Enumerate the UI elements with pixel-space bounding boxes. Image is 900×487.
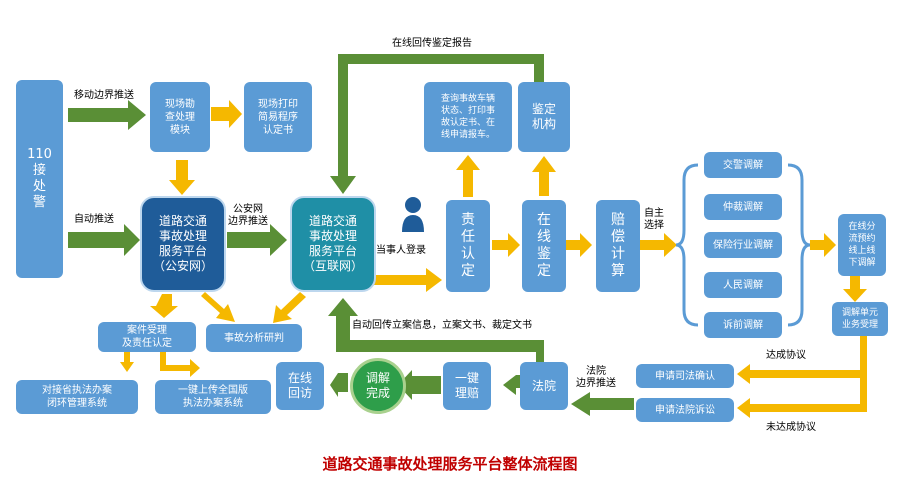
label-agreed: 达成协议 [766,350,806,361]
node-analysis: 事故分析研判 [206,324,302,352]
arrow-case-left [120,352,134,372]
node-internet: 道路交通 事故处理 服务平台 （互联网） [290,196,376,292]
node-judicial: 申请司法确认 [636,364,734,388]
arrow-liab-query [456,155,480,197]
node-print: 现场打印 简易程序 认定书 [244,82,312,152]
option-pre-litigation: 诉前调解 [704,312,782,338]
arrow-appraisal-comp [566,233,592,257]
arrow-court-push [571,392,634,416]
arrow-public-analysis [201,292,235,322]
arrow-auto-push [68,224,140,256]
label-public-boundary: 公安网 边界推送 [228,204,268,227]
arrow-court-to-claim [503,375,520,395]
label-party-login: 当事人登录 [376,245,426,256]
arrow-public-boundary [227,224,287,256]
arrow-scene-down [169,160,195,195]
node-agency: 鉴定 机构 [518,82,570,152]
arrow-case-right [160,352,200,377]
node-one-click: 一键 理赔 [443,362,491,410]
label-choose: 自主 选择 [644,208,664,231]
yellow-arrows [120,100,867,418]
user-icon [402,197,424,232]
label-not-agreed: 未达成协议 [766,422,816,433]
user-body [402,215,424,232]
arrow-to-online [810,233,836,257]
node-court: 法院 [520,362,568,410]
node-public: 道路交通 事故处理 服务平台 （公安网） [140,196,226,292]
label-mobile-push: 移动边界推送 [74,90,134,101]
node-online-court: 在线分 流预约 线上线 下调解 [838,214,886,276]
arrow-scene-print [211,100,242,128]
node-appraisal: 在 线 鉴 定 [522,200,566,292]
node-compensation: 赔 偿 计 算 [596,200,640,292]
arrow-appraisal-agency [532,156,556,196]
node-unit: 调解单元 业务受理 [832,302,888,336]
arrow-online-unit [843,276,867,302]
user-head [405,197,421,213]
node-case: 案件受理 及责任认定 [98,322,196,352]
option-people-mediation: 人民调解 [704,272,782,298]
option-insurance-mediation: 保险行业调解 [704,232,782,258]
bracket-left [675,163,699,327]
label-auto-push: 自动推送 [74,214,114,225]
arrow-login [350,268,442,292]
arrow-court-return [328,298,544,362]
arrow-claim-to-done [398,370,441,400]
arrow-done-to-visit [330,373,348,397]
node-national: 一键上传全国版 执法办案系统 [155,380,271,414]
arrow-agreed [737,336,867,384]
node-lawsuit: 申请法院诉讼 [636,398,734,422]
node-done: 调解 完成 [350,358,406,414]
diagram-title: 道路交通事故处理服务平台整体流程图 [322,455,578,473]
node-query: 查询事故车辆 状态、打印事 故认定书、在 线申请报车。 [424,82,512,152]
node-110: 110 接 处 警 [16,80,63,278]
bracket-right [787,163,811,327]
arrow-report-back [330,54,544,194]
arrow-public-case [150,294,178,318]
option-police-mediation: 交警调解 [704,152,782,178]
arrow-internet-analysis [273,292,306,323]
arrow-not-agreed [737,336,867,418]
node-liability: 责 任 认 定 [446,200,490,292]
node-scene: 现场勘 查处理 模块 [150,82,210,152]
arrow-choose [640,233,677,257]
node-province: 对接省执法办案 闭环管理系统 [16,380,138,414]
option-arbitration: 仲裁调解 [704,194,782,220]
label-report-back: 在线回传鉴定报告 [392,38,472,49]
green-arrows [68,54,634,416]
label-court-return: 自动回传立案信息，立案文书、裁定文书 [352,320,532,331]
arrow-mobile-push [68,100,146,130]
node-visit: 在线 回访 [276,362,324,410]
arrow-liab-appraisal [492,233,520,257]
label-court-push: 法院 边界推送 [576,366,616,389]
